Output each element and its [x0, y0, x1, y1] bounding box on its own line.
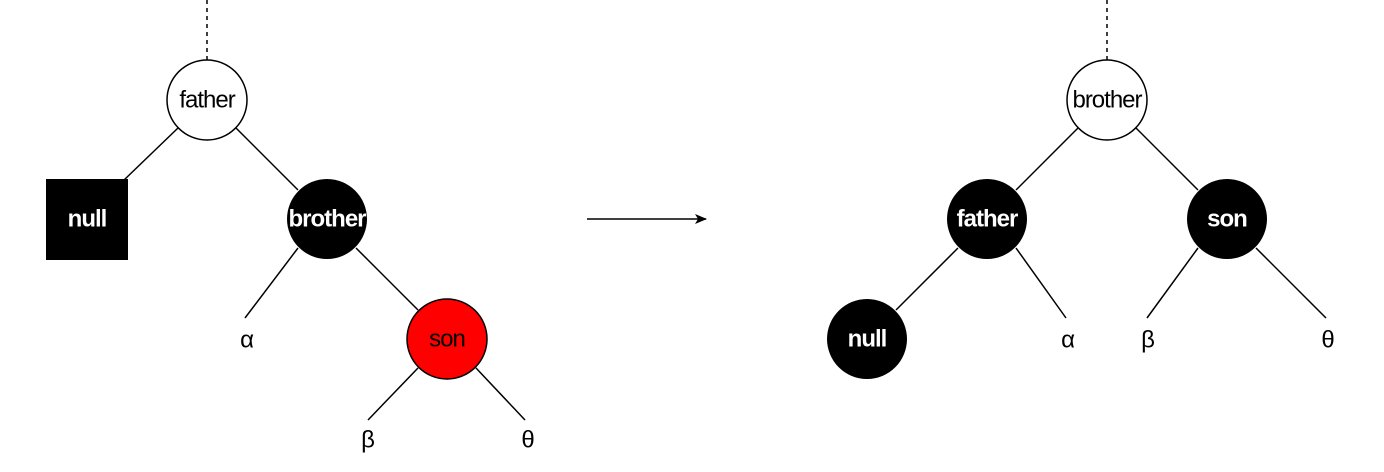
- left-alpha-label: α: [240, 327, 254, 354]
- left-brother-label: brother: [289, 206, 367, 233]
- right-father-circle: [947, 179, 1027, 259]
- right-son-node: son: [1187, 179, 1267, 259]
- right-son-label: son: [1207, 206, 1247, 233]
- left-brother-circle: [287, 179, 367, 259]
- left-son-node: son: [406, 298, 488, 380]
- right-son-theta-edge: [1255, 247, 1327, 319]
- right-father-alpha-edge: [1015, 247, 1067, 319]
- left-null-square: [46, 179, 128, 260]
- right-theta-label: θ: [1321, 327, 1334, 354]
- right-brother-label: brother: [1072, 87, 1142, 114]
- left-father-null-edge: [123, 127, 179, 181]
- left-null-label: null: [68, 206, 107, 233]
- left-brother-alpha-edge: [244, 247, 299, 319]
- left-null-node: null: [46, 179, 128, 260]
- left-father-brother-edge: [235, 127, 299, 191]
- right-son-circle: [1187, 179, 1267, 259]
- left-son-beta-edge: [367, 367, 419, 421]
- right-alpha-label: α: [1061, 327, 1075, 354]
- left-father-circle: [166, 59, 248, 141]
- right-brother-father-edge: [1015, 127, 1079, 191]
- right-tree: brother father son null α β θ: [827, 0, 1335, 379]
- left-son-label: son: [429, 326, 465, 353]
- right-null-circle: [827, 299, 907, 379]
- right-father-node: father: [947, 179, 1027, 259]
- left-brother-node: brother: [287, 179, 367, 259]
- right-father-null-edge: [895, 247, 959, 311]
- right-brother-node: brother: [1066, 59, 1148, 141]
- left-beta-label: β: [361, 427, 375, 454]
- right-father-label: father: [957, 206, 1018, 233]
- left-son-circle: [406, 298, 488, 380]
- left-tree: father null brother son α β θ: [46, 0, 535, 454]
- left-father-label: father: [179, 87, 235, 114]
- left-son-theta-edge: [475, 367, 526, 421]
- left-brother-son-edge: [355, 247, 419, 311]
- right-beta-label: β: [1141, 327, 1155, 354]
- left-theta-label: θ: [521, 427, 534, 454]
- right-null-label: null: [848, 326, 887, 353]
- right-null-node: null: [827, 299, 907, 379]
- right-brother-circle: [1066, 59, 1148, 141]
- right-brother-son-edge: [1135, 127, 1199, 191]
- right-son-beta-edge: [1146, 247, 1199, 319]
- left-father-node: father: [166, 59, 248, 141]
